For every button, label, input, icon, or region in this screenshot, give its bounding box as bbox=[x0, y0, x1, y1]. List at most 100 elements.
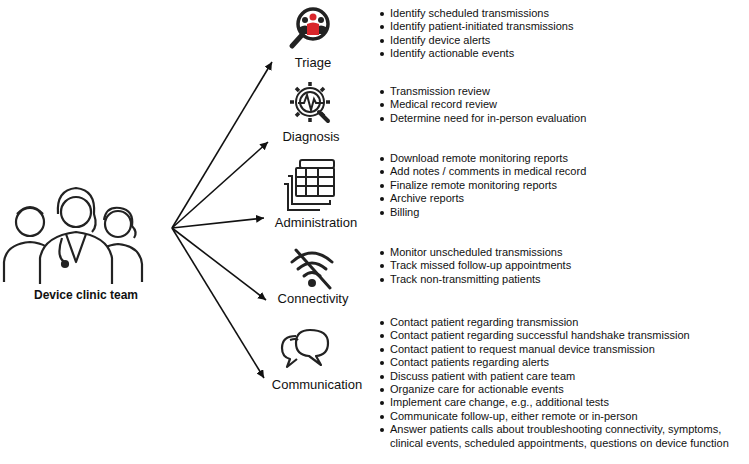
bullet-item: Discuss patient with patient care team bbox=[378, 370, 740, 383]
bullet-dot bbox=[380, 52, 384, 56]
bullet-dot bbox=[380, 428, 384, 432]
bullet-item: Communicate follow-up, either remote or … bbox=[378, 410, 740, 423]
task-text: Add notes / comments in medical record bbox=[390, 165, 586, 177]
bullet-item: Identify patient-initiated transmissions bbox=[378, 20, 740, 33]
bullet-item: Identify device alerts bbox=[378, 34, 740, 47]
category-node: Communication bbox=[264, 322, 370, 392]
bullet-item: Contact patient regarding successful han… bbox=[378, 329, 740, 342]
bullet-dot bbox=[380, 25, 384, 29]
task-text: Monitor unscheduled transmissions bbox=[390, 246, 562, 258]
arrow-connector bbox=[172, 228, 264, 378]
node-label: Communication bbox=[264, 377, 370, 392]
team-icon bbox=[4, 188, 142, 284]
bullet-dot bbox=[380, 401, 384, 405]
bullet-list: Transmission reviewMedical record review… bbox=[378, 85, 740, 125]
bullet-dot bbox=[380, 117, 384, 121]
node-label: Triage bbox=[272, 55, 354, 70]
category-node: Connectivity bbox=[266, 244, 360, 306]
bullet-item: Medical record review bbox=[378, 98, 740, 111]
bullet-item: Implement care change, e.g., additional … bbox=[378, 396, 740, 409]
bullet-dot bbox=[380, 90, 384, 94]
task-text: Identify actionable events bbox=[390, 47, 514, 59]
bullet-dot bbox=[380, 39, 384, 43]
connector-layer bbox=[172, 62, 272, 378]
task-text: Track missed follow-up appointments bbox=[390, 259, 571, 271]
bullet-dot bbox=[380, 211, 384, 215]
bullet-item: Download remote monitoring reports bbox=[378, 152, 740, 165]
bullet-item: Determine need for in-person evaluation bbox=[378, 112, 740, 125]
bullet-dot bbox=[380, 278, 384, 282]
task-text: Discuss patient with patient care team bbox=[390, 370, 575, 382]
bullet-dot bbox=[380, 264, 384, 268]
bullet-dot bbox=[380, 12, 384, 16]
task-text: Archive reports bbox=[390, 192, 464, 204]
bullet-item: Track non-transmitting patients bbox=[378, 273, 740, 286]
diagnosis-icon bbox=[290, 82, 330, 122]
bullet-dot bbox=[380, 321, 384, 325]
bullet-dot bbox=[380, 361, 384, 365]
bullet-dot bbox=[380, 157, 384, 161]
bullet-item: Contact patient to request manual device… bbox=[378, 343, 740, 356]
task-text: Communicate follow-up, either remote or … bbox=[390, 410, 638, 422]
bullet-dot bbox=[380, 170, 384, 174]
task-text: Identify patient-initiated transmissions bbox=[390, 20, 573, 32]
bullet-dot bbox=[380, 251, 384, 255]
task-text: Track non-transmitting patients bbox=[390, 273, 541, 285]
bullet-dot bbox=[380, 348, 384, 352]
bullet-item: Contact patients regarding alerts bbox=[378, 356, 740, 369]
arrow-connector bbox=[172, 218, 264, 228]
category-node: Diagnosis bbox=[268, 82, 354, 144]
bullet-list: Download remote monitoring reportsAdd no… bbox=[378, 152, 740, 219]
bullet-item: Add notes / comments in medical record bbox=[378, 165, 740, 178]
bullet-dot bbox=[380, 375, 384, 379]
bullet-item: Organize care for actionable events bbox=[378, 383, 740, 396]
bullet-item: Billing bbox=[378, 206, 740, 219]
bullet-dot bbox=[380, 197, 384, 201]
connectivity-icon bbox=[292, 250, 332, 288]
arrow-connector bbox=[172, 62, 272, 228]
bullet-dot bbox=[380, 388, 384, 392]
task-text: Identify device alerts bbox=[390, 34, 490, 46]
task-text: Transmission review bbox=[390, 85, 490, 97]
administration-icon bbox=[284, 160, 334, 210]
team-node: Device clinic team bbox=[0, 186, 172, 302]
task-text: Contact patient regarding successful han… bbox=[390, 329, 690, 341]
task-text: Contact patient to request manual device… bbox=[390, 343, 655, 355]
node-label: Device clinic team bbox=[0, 288, 172, 302]
bullet-list: Contact patient regarding transmissionCo… bbox=[378, 316, 740, 450]
task-text: Download remote monitoring reports bbox=[390, 152, 568, 164]
task-text: Determine need for in-person evaluation bbox=[390, 112, 586, 124]
bullet-item: Identify actionable events bbox=[378, 47, 740, 60]
bullet-item: Finalize remote monitoring reports bbox=[378, 179, 740, 192]
bullet-list: Monitor unscheduled transmissionsTrack m… bbox=[378, 246, 740, 286]
arrow-connector bbox=[172, 142, 268, 228]
bullet-dot bbox=[380, 184, 384, 188]
arrow-connector bbox=[172, 228, 266, 300]
task-text: Billing bbox=[390, 206, 419, 218]
task-text: Contact patients regarding alerts bbox=[390, 356, 549, 368]
task-text: Identify scheduled transmissions bbox=[390, 7, 549, 19]
node-label: Administration bbox=[264, 215, 368, 230]
bullet-item: Contact patient regarding transmission bbox=[378, 316, 740, 329]
bullet-dot bbox=[380, 334, 384, 338]
triage-icon bbox=[292, 9, 328, 46]
bullet-item: Answer patients calls about troubleshoot… bbox=[378, 423, 740, 450]
bullet-dot bbox=[380, 103, 384, 107]
bullet-item: Track missed follow-up appointments bbox=[378, 259, 740, 272]
bullet-item: Identify scheduled transmissions bbox=[378, 7, 740, 20]
category-node: Triage bbox=[272, 6, 354, 70]
task-text: Finalize remote monitoring reports bbox=[390, 179, 557, 191]
bullet-item: Archive reports bbox=[378, 192, 740, 205]
node-label: Connectivity bbox=[266, 291, 360, 306]
task-text: Implement care change, e.g., additional … bbox=[390, 396, 609, 408]
bullet-list: Identify scheduled transmissionsIdentify… bbox=[378, 7, 740, 61]
bullet-item: Transmission review bbox=[378, 85, 740, 98]
bullet-dot bbox=[380, 415, 384, 419]
category-node: Administration bbox=[264, 156, 368, 230]
communication-icon bbox=[282, 330, 328, 367]
task-text: Medical record review bbox=[390, 98, 497, 110]
node-label: Diagnosis bbox=[268, 129, 354, 144]
bullet-item: Monitor unscheduled transmissions bbox=[378, 246, 740, 259]
